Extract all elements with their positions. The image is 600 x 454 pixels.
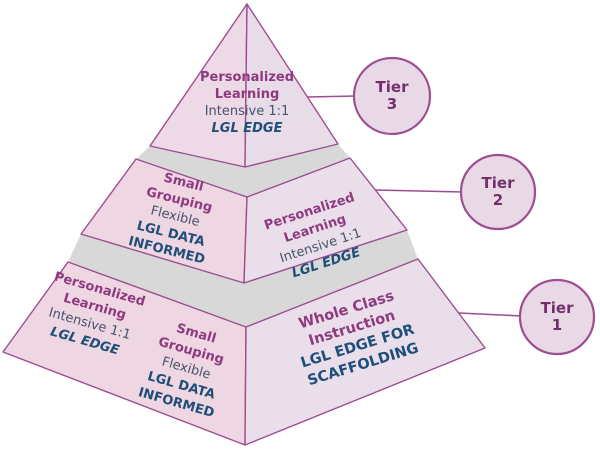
tier3-product-line: LGL EDGE — [211, 121, 283, 136]
tier1-top-platform — [68, 230, 418, 327]
tier3-badge-number: 3 — [386, 95, 398, 113]
tier2-badge-number: 2 — [492, 191, 504, 209]
tier1-badge-word: Tier — [540, 299, 574, 317]
tier1-right-face — [244, 258, 486, 446]
tier2-right-face — [243, 157, 408, 284]
tier2-badge-circle — [459, 153, 537, 231]
tier2-top-platform — [136, 144, 350, 197]
tier3-connector-line — [306, 95, 357, 98]
tier1-badge-number: 1 — [551, 316, 563, 334]
tier3-heading-line: Personalized — [199, 70, 295, 85]
tier3-right-face — [244, 3, 339, 168]
tier1-badge-circle — [518, 278, 596, 356]
tier3-badge-circle — [352, 56, 432, 136]
tier2-badge-word: Tier — [481, 174, 515, 192]
tier2-connector-line — [374, 189, 464, 193]
tier3-detail-line: Intensive 1:1 — [204, 104, 290, 119]
tier1-badge-label: Tier 1 — [541, 300, 574, 334]
tier1-connector-line — [458, 312, 523, 317]
tier2-badge-label: Tier 2 — [482, 175, 515, 209]
tier3-badge-label: Tier 3 — [376, 79, 409, 113]
tier3-badge-word: Tier — [375, 78, 409, 96]
tier3-face-text: Personalized Learning Intensive 1:1 LGL … — [200, 69, 294, 137]
tier3-heading-line: Learning — [214, 87, 280, 102]
